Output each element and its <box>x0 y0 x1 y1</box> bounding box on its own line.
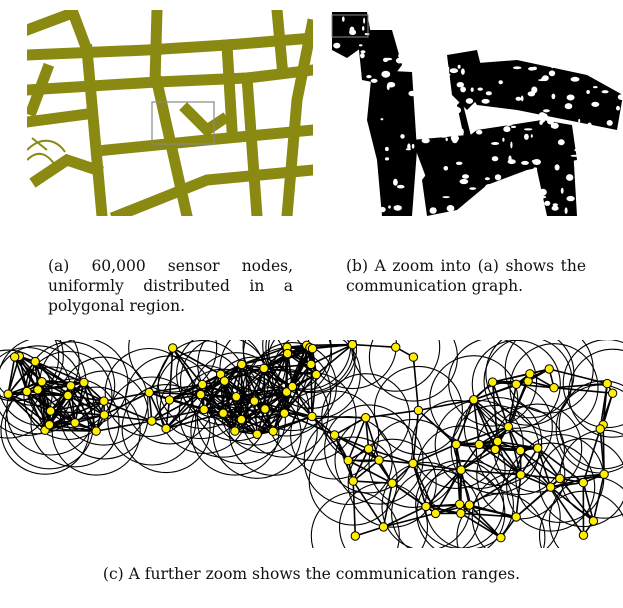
sensor-node <box>147 416 157 426</box>
sensor-node <box>490 444 500 455</box>
sensor-node <box>260 404 270 414</box>
sensor-node <box>387 478 397 488</box>
sensor-node <box>70 418 80 428</box>
sensor-node <box>10 352 20 362</box>
sensor-node <box>22 386 32 397</box>
sensor-node <box>533 443 543 453</box>
sensor-node <box>347 340 358 350</box>
sensor-node <box>456 508 466 519</box>
sensor-node <box>231 392 242 402</box>
caption-b: (b) A zoom into (a) shows the communicat… <box>346 257 586 295</box>
panel-b-communication-graph <box>327 10 623 216</box>
sensor-node <box>515 445 526 456</box>
zoom-box <box>151 101 215 145</box>
sensor-node <box>511 379 521 389</box>
sensor-node <box>516 470 526 480</box>
sensor-node <box>363 444 374 454</box>
sensor-node <box>236 414 247 425</box>
sensor-node <box>259 363 269 374</box>
sensor-node <box>496 533 506 543</box>
sensor-node <box>196 389 206 400</box>
sensor-node <box>44 420 55 430</box>
sensor-node <box>503 422 513 432</box>
sensor-node <box>361 413 371 423</box>
sensor-node <box>268 426 278 437</box>
sensor-node <box>599 469 609 479</box>
sensor-node <box>252 429 262 440</box>
road-network-image <box>27 10 313 216</box>
sensor-node <box>408 458 418 469</box>
sensor-node <box>487 377 498 387</box>
sensor-node <box>549 383 559 393</box>
sensor-node <box>511 512 521 522</box>
sensor-node <box>374 455 384 465</box>
sensor-node <box>602 378 612 389</box>
sensor-node <box>99 396 109 406</box>
caption-c: (c) A further zoom shows the communicati… <box>102 565 521 583</box>
sensor-node <box>413 405 424 416</box>
sensor-node <box>30 356 40 367</box>
sensor-node <box>307 411 317 422</box>
sensor-node <box>578 477 588 488</box>
sensor-node <box>546 482 556 492</box>
sensor-node <box>378 522 389 532</box>
sensor-node <box>588 516 599 526</box>
sensor-node <box>99 410 110 420</box>
sensor-node <box>3 389 13 399</box>
sensor-node <box>33 385 43 395</box>
sensor-node <box>391 342 401 352</box>
sensor-node <box>79 377 89 388</box>
communication-graph-image <box>327 10 623 216</box>
sensor-node <box>287 381 298 392</box>
sensor-node <box>37 377 47 387</box>
sensor-node <box>555 473 565 484</box>
sensor-node <box>350 531 360 541</box>
sensor-node <box>343 455 353 466</box>
sensor-node <box>230 426 240 436</box>
panel-a-sensor-map <box>27 10 313 216</box>
sensor-node <box>164 395 175 405</box>
sensor-node <box>197 379 208 390</box>
sensor-node <box>218 408 228 418</box>
sensor-node <box>455 499 465 510</box>
sensor-node <box>199 404 209 415</box>
sensor-node <box>607 388 618 398</box>
sensor-node <box>144 387 154 398</box>
sensor-node <box>282 348 293 359</box>
sensor-node <box>219 376 230 386</box>
sensor-node <box>492 436 503 447</box>
sensor-node <box>578 530 589 540</box>
sensor-node <box>168 343 178 353</box>
sensor-node <box>595 424 605 434</box>
sensor-node <box>421 501 431 512</box>
caption-a: (a) 60,000 sensor nodes, uniformly distr… <box>48 257 293 315</box>
panel-c-communication-ranges <box>0 340 623 548</box>
zoom-box <box>331 14 369 38</box>
communication-ranges-image <box>0 340 623 548</box>
sensor-node <box>430 508 441 519</box>
sensor-node <box>329 430 340 440</box>
sensor-node <box>66 381 76 391</box>
sensor-node <box>525 369 535 379</box>
sensor-node <box>307 343 318 354</box>
sensor-node <box>237 359 247 370</box>
sensor-node <box>474 439 484 450</box>
sensor-node <box>348 476 358 486</box>
sensor-node <box>279 408 290 418</box>
sensor-node <box>161 423 171 434</box>
sensor-node <box>408 352 419 362</box>
sensor-node <box>544 364 554 374</box>
sensor-node <box>249 396 260 406</box>
sensor-node <box>464 500 475 510</box>
sensor-node <box>63 390 73 401</box>
sensor-node <box>469 395 479 405</box>
sensor-node <box>91 426 101 436</box>
sensor-node <box>306 359 316 370</box>
sensor-node <box>282 387 292 397</box>
sensor-node <box>451 439 461 450</box>
sensor-node <box>456 465 466 475</box>
sensor-node <box>311 369 321 380</box>
sensor-node <box>45 406 56 416</box>
